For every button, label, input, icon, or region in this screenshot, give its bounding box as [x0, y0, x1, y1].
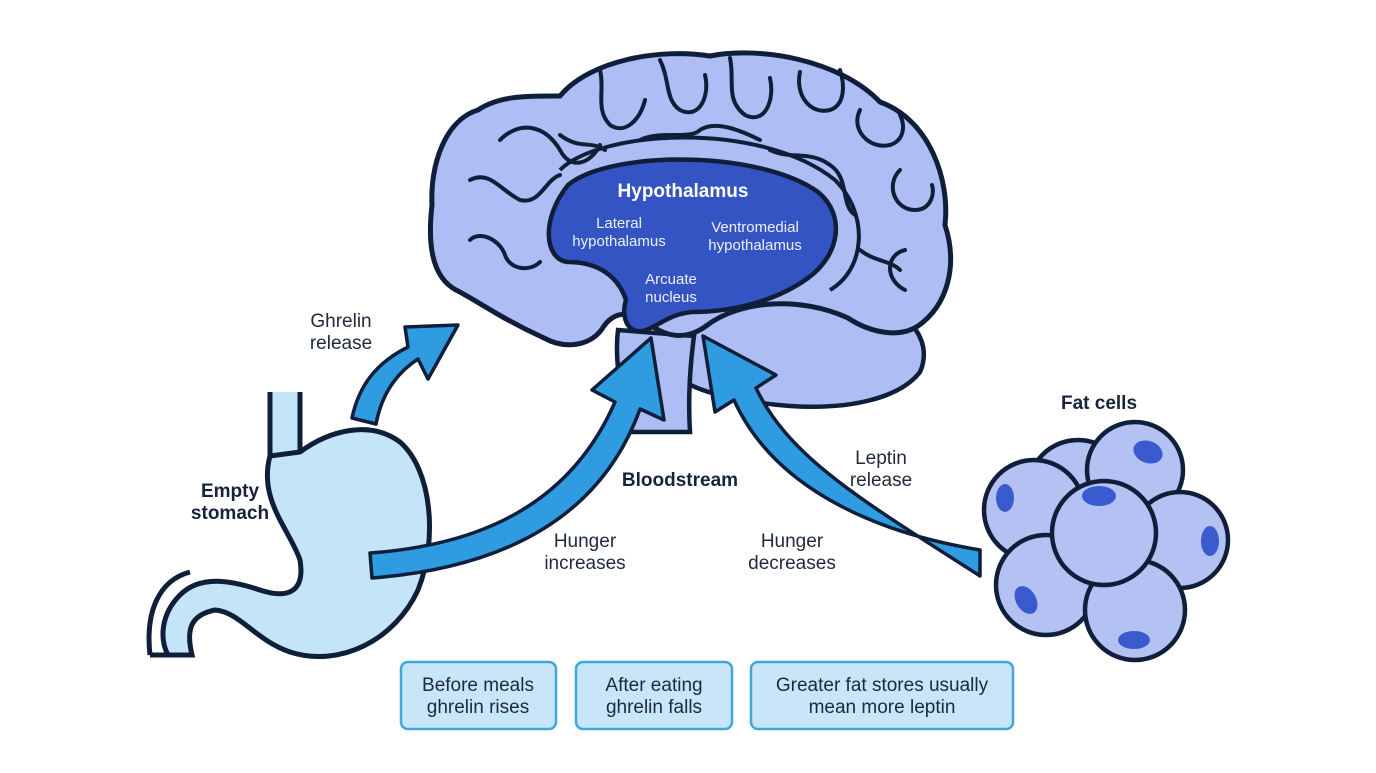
- hunger-increases-arrow: [368, 336, 666, 580]
- hypothalamus-region: [546, 157, 839, 334]
- lateral-hypothalamus-label-line1: Lateral: [596, 215, 642, 232]
- note-line2: ghrelin falls: [606, 697, 702, 718]
- leptin-release-arrow: [701, 334, 982, 578]
- leptin-release-label-line1: Leptin: [855, 448, 907, 469]
- hunger-decreases-label-line1: Hunger: [761, 531, 824, 552]
- esophagus: [270, 392, 300, 456]
- fat-cells-label: Fat cells: [1061, 393, 1137, 414]
- leptin-release-label-line2: release: [850, 470, 912, 491]
- fat-cells-cluster: [981, 419, 1231, 663]
- arcuate-nucleus-label-line2: nucleus: [645, 289, 697, 306]
- fat-cell: [1049, 478, 1159, 588]
- hunger-decreases-label-line2: decreases: [748, 553, 836, 574]
- note-box-fat-stores: Greater fat stores usually mean more lep…: [749, 660, 1015, 731]
- arcuate-nucleus-label-line1: Arcuate: [645, 271, 697, 288]
- stomach: [146, 392, 433, 659]
- note-box-after-eating: After eating ghrelin falls: [574, 660, 734, 731]
- ventromedial-hypothalamus-label-line1: Ventromedial: [711, 219, 799, 236]
- fat-cell-nuclei: [996, 440, 1219, 649]
- hunger-increases-label-line2: increases: [544, 553, 625, 574]
- hypothalamus-title: Hypothalamus: [618, 181, 749, 202]
- note-line2: ghrelin rises: [427, 697, 529, 718]
- brain: Hypothalamus Lateral hypothalamus Ventro…: [427, 50, 954, 435]
- ventromedial-hypothalamus-label-line2: hypothalamus: [708, 237, 801, 254]
- bloodstream-label: Bloodstream: [622, 470, 738, 491]
- ghrelin-release-arrow: [350, 323, 460, 426]
- lateral-hypothalamus-label-line2: hypothalamus: [572, 233, 665, 250]
- note-box-before-meals: Before meals ghrelin rises: [399, 660, 558, 731]
- empty-stomach-label-line1: Empty: [201, 481, 260, 502]
- corpus-callosum-curve: [558, 135, 861, 292]
- note-line1: Greater fat stores usually: [776, 675, 989, 696]
- hunger-increases-label-line1: Hunger: [554, 531, 617, 552]
- note-line1: Before meals: [422, 675, 534, 696]
- ghrelin-release-label-line1: Ghrelin: [310, 311, 371, 332]
- note-line2: mean more leptin: [809, 697, 956, 718]
- ghrelin-release-label-line2: release: [310, 333, 372, 354]
- stomach-body: [160, 427, 433, 659]
- empty-stomach-label-line2: stomach: [191, 503, 269, 524]
- note-line1: After eating: [605, 675, 702, 696]
